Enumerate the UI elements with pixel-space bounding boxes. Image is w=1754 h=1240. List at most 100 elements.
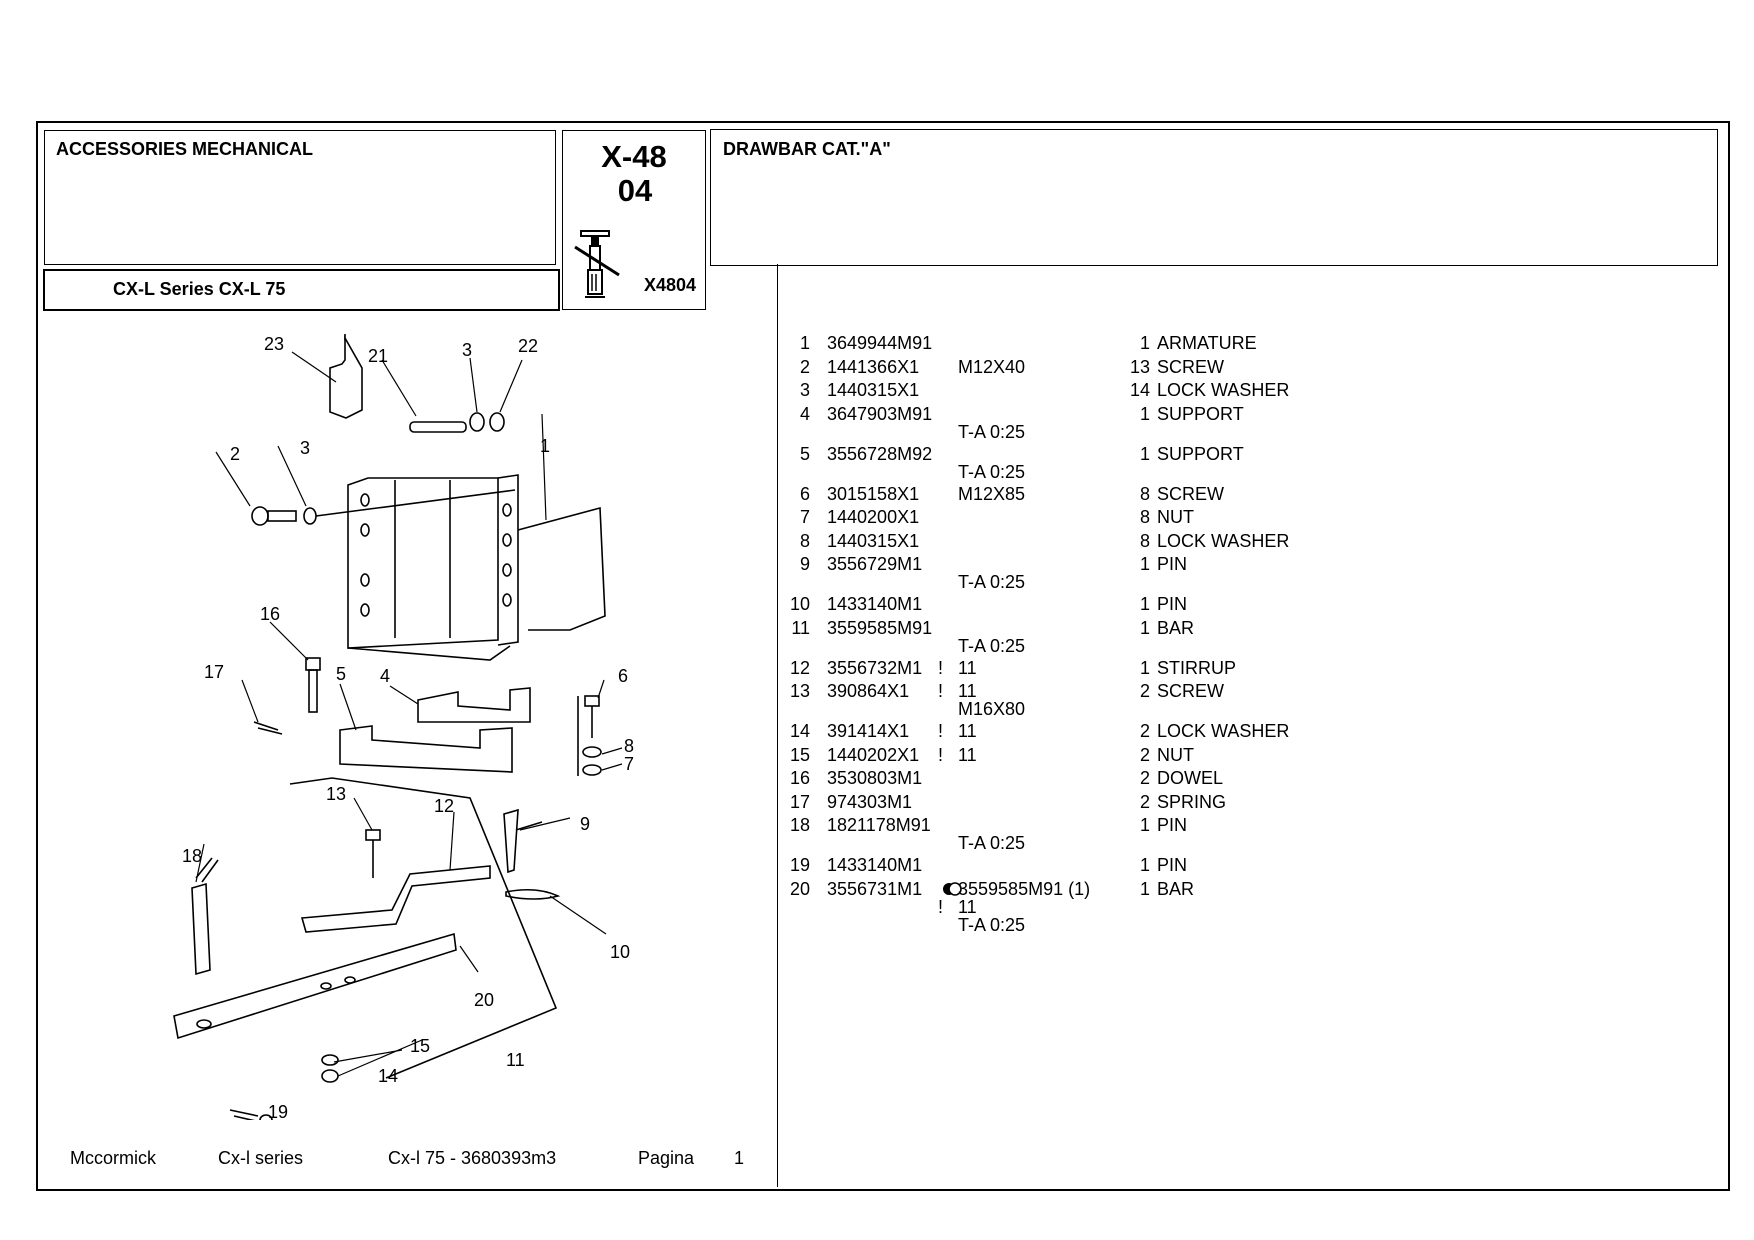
bar-nut: [321, 1069, 339, 1083]
part-note: 11: [958, 657, 977, 678]
part-number-index: 5: [799, 443, 810, 464]
part-qty: 2: [1139, 721, 1150, 741]
part-code: 1441366X1: [827, 356, 920, 377]
part-qty: 8: [1139, 483, 1150, 504]
part-flag: !: [938, 896, 944, 917]
part-description: LOCK WASHER: [1157, 721, 1290, 741]
footer-page-number: 1: [734, 1148, 745, 1168]
part-qty: 1: [1139, 617, 1150, 638]
callout-5: 5: [336, 664, 346, 684]
part-note: T-A 0:25: [958, 635, 1026, 656]
part-flag: !: [938, 681, 944, 701]
part-qty: 8: [1139, 507, 1150, 527]
part-note: T-A 0:25: [958, 833, 1026, 853]
part-note: T-A 0:25: [958, 572, 1026, 592]
group-bracket: [289, 777, 558, 1079]
part-code: 3015158X1: [827, 483, 920, 504]
callout-20: 20: [474, 990, 494, 1010]
armature-base: [347, 645, 511, 661]
part-description: SUPPORT: [1157, 443, 1244, 464]
part-note: T-A 0:25: [958, 461, 1026, 482]
callout-14: 14: [378, 1066, 398, 1086]
exploded-diagram: 23 21 3 22 2 3 1 16 5 4 6 17 8 7 13 12 9…: [173, 334, 634, 1120]
stirrup-screw-head: [365, 829, 381, 841]
part-code: 3647903M91: [827, 403, 933, 424]
part-number-index: 3: [799, 380, 810, 400]
part-description: PIN: [1157, 554, 1188, 574]
part-qty: 1: [1139, 657, 1150, 678]
part-qty: 1: [1139, 333, 1150, 353]
part-description: SPRING: [1157, 791, 1227, 812]
part-description: NUT: [1157, 507, 1194, 527]
part-code: 1440315X1: [827, 530, 920, 551]
part-qty: 14: [1129, 380, 1150, 400]
callout-15: 15: [410, 1036, 430, 1056]
part-code: 1821178M91: [827, 815, 931, 835]
part-number-index: 4: [799, 403, 810, 424]
bottle-part: [329, 334, 363, 419]
bar-washer: [321, 1054, 339, 1066]
part-note: 11: [958, 681, 977, 701]
armature-back: [347, 477, 499, 649]
part-number-index: 18: [790, 815, 811, 835]
section-title: ACCESSORIES MECHANICAL: [56, 139, 314, 159]
callout-12: 12: [434, 796, 454, 816]
part-code: 1433140M1: [827, 594, 923, 614]
assembly-title: DRAWBAR CAT."A": [723, 139, 891, 159]
part-note: 3559585M91 (1): [958, 878, 1091, 899]
callout-11: 11: [506, 1050, 525, 1070]
model-box: CX-L Series CX-L 75: [43, 269, 560, 311]
part-qty: 2: [1139, 768, 1150, 788]
part-qty: 1: [1139, 443, 1150, 464]
part-description: LOCK WASHER: [1157, 530, 1290, 551]
bolt-nut: [582, 764, 602, 776]
support-lower: [339, 725, 513, 773]
part-number-index: 9: [799, 554, 810, 574]
callout-8: 8: [624, 736, 634, 756]
part-qty: 1: [1139, 594, 1150, 614]
part-description: BAR: [1157, 617, 1195, 638]
part-code: 3559585M91: [827, 617, 933, 638]
column-divider: [777, 264, 778, 1187]
model-title: CX-L Series CX-L 75: [113, 279, 286, 299]
leader-lines: [195, 351, 623, 1077]
page-frame: [36, 121, 1730, 1191]
clip-part: [505, 888, 561, 900]
part-note: 11: [958, 721, 977, 741]
group-code-box: X-48 04 X4804: [562, 130, 706, 310]
part-description: SCREW: [1157, 681, 1224, 701]
part-note: M12X40: [958, 356, 1026, 377]
part-description: SUPPORT: [1157, 403, 1244, 424]
armature-bracket: [517, 506, 606, 631]
part-number-index: 12: [790, 657, 811, 678]
part-code: 974303M1: [827, 791, 913, 812]
callout-labels: 23 21 3 22 2 3 1 16 5 4 6 17 8 7 13 12 9…: [182, 334, 634, 1120]
screw-shank: [267, 510, 297, 522]
part-number-index: 19: [790, 855, 811, 875]
callout-3a: 3: [462, 340, 472, 360]
part-qty: 2: [1139, 744, 1150, 765]
part-description: PIN: [1157, 594, 1188, 614]
washer-part: [469, 412, 485, 432]
part-description: SCREW: [1157, 356, 1224, 377]
assembly-title-box: DRAWBAR CAT."A": [710, 129, 1718, 266]
part-code: 1440315X1: [827, 380, 920, 400]
part-note: 11: [958, 896, 977, 917]
part-note: T-A 0:25: [958, 914, 1026, 935]
part-code: 390864X1: [827, 681, 910, 701]
part-code: 3556729M1: [827, 554, 923, 574]
part-note: 11: [958, 744, 977, 765]
part-note: M12X85: [958, 483, 1026, 504]
stirrup-part: [300, 865, 491, 933]
part-number-index: 2: [799, 356, 810, 377]
callout-6: 6: [618, 666, 628, 686]
part-number-index: 6: [799, 483, 810, 504]
part-description: DOWEL: [1157, 768, 1224, 788]
